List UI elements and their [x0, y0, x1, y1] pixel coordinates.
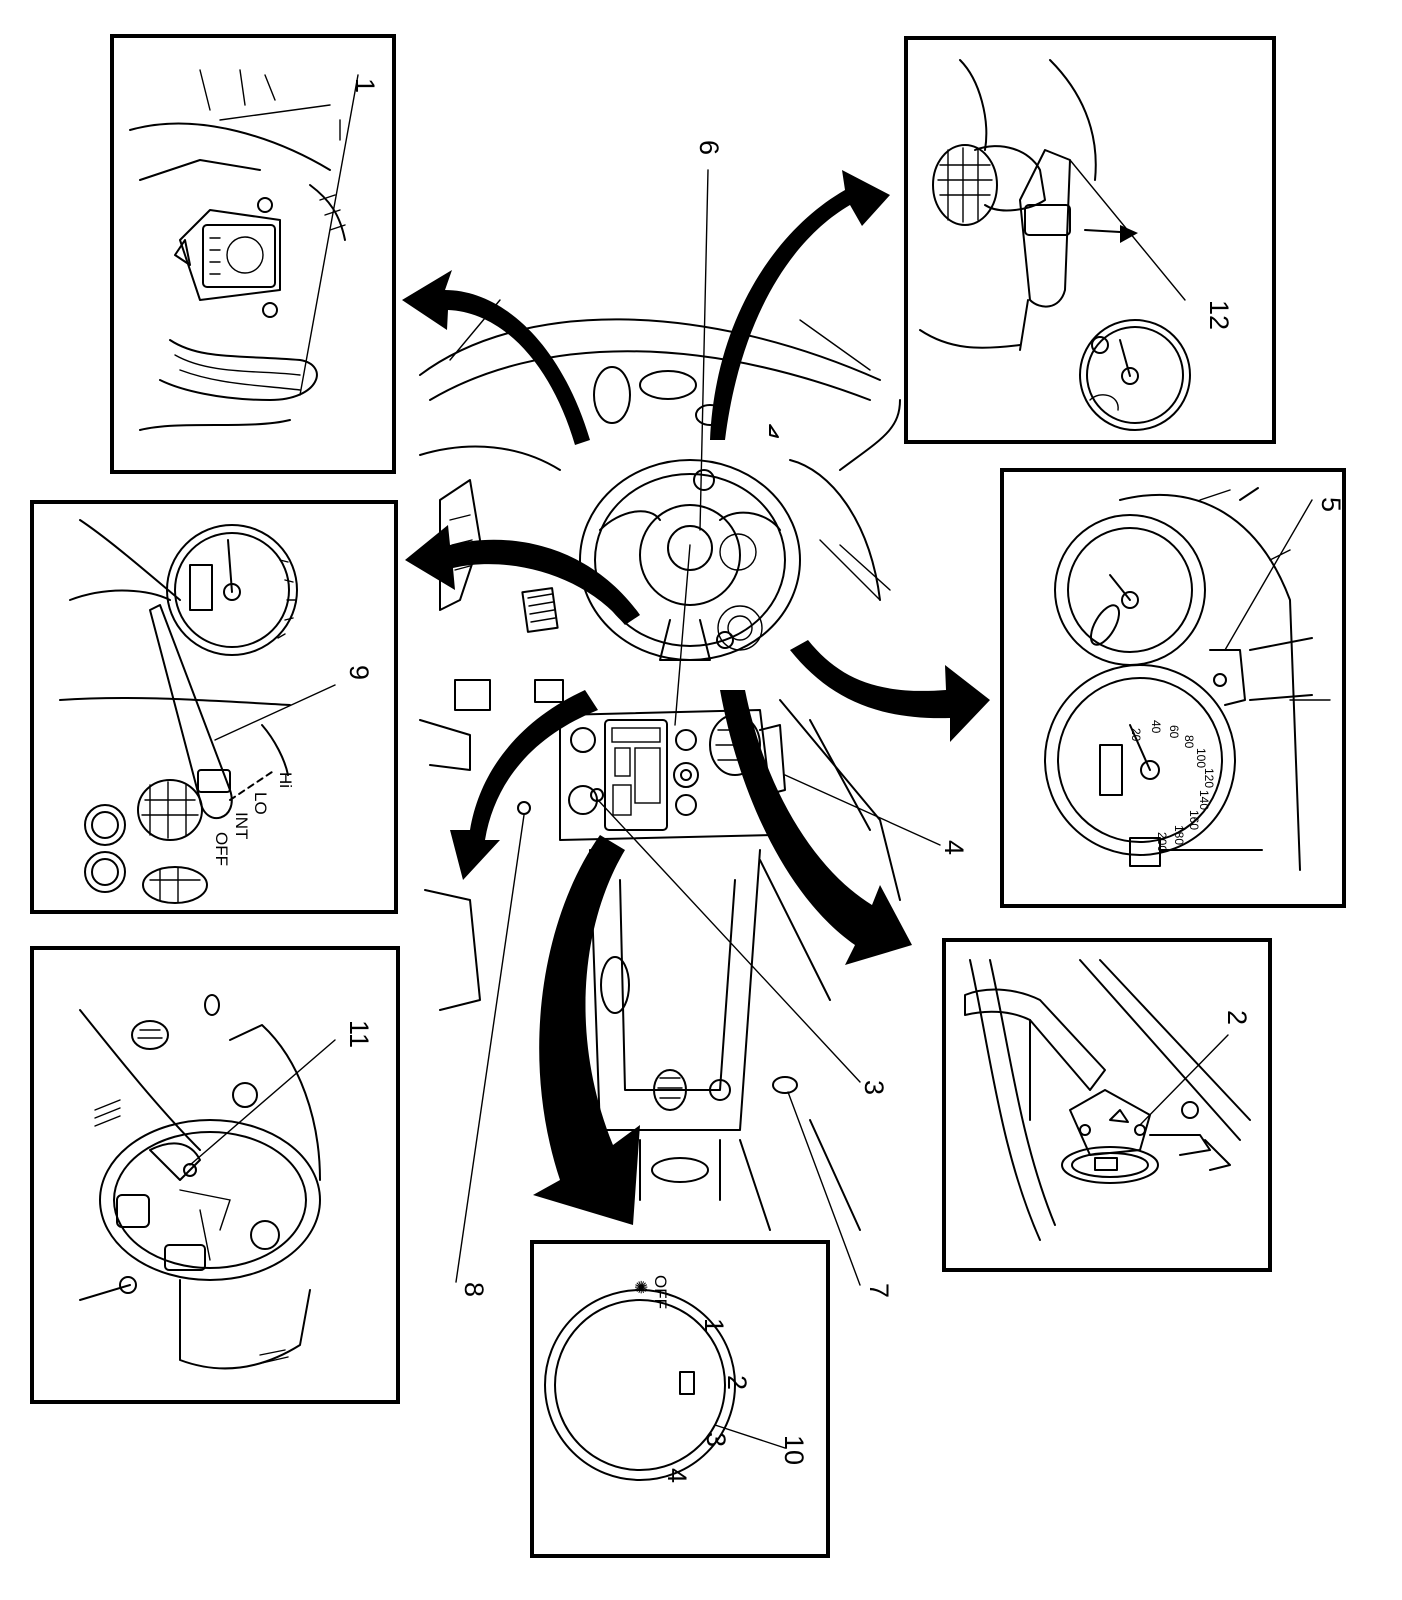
dimmer-switch — [517, 801, 531, 815]
vent-center — [639, 370, 697, 400]
panel-2-door-switch: 2 — [942, 938, 1272, 1272]
vent-left — [593, 366, 631, 424]
svg-text:40: 40 — [1149, 720, 1163, 734]
switch-off: OFF — [651, 1275, 670, 1309]
svg-text:80: 80 — [1182, 735, 1196, 749]
callout-1: 1 — [350, 78, 380, 93]
brake-pedal — [521, 587, 559, 633]
callout-12: 12 — [1204, 300, 1234, 330]
switch-2: 2 — [722, 1375, 752, 1390]
callout-6: 6 — [694, 140, 724, 155]
flasher-relay — [202, 224, 276, 288]
callout-9: 9 — [344, 665, 374, 680]
svg-text:20: 20 — [1129, 728, 1143, 742]
panel-11-steering-column: 11 — [30, 946, 400, 1404]
socket-7 — [772, 1076, 798, 1094]
svg-text:✺: ✺ — [631, 1280, 650, 1294]
callout-3: 3 — [859, 1080, 889, 1095]
switch-3: 3 — [701, 1432, 731, 1447]
arrows — [402, 170, 990, 1225]
steering-wheel — [579, 459, 801, 661]
callout-5: 5 — [1316, 497, 1346, 512]
panel-9-wiper-stalk: Hi LO INT OFF 9 — [30, 500, 398, 914]
wiper-hi: Hi — [276, 772, 295, 788]
svg-text:140: 140 — [1197, 790, 1211, 810]
svg-text:180: 180 — [1172, 825, 1186, 845]
switch-1: 1 — [699, 1318, 729, 1333]
wiper-off: OFF — [212, 832, 231, 866]
svg-text:120: 120 — [1202, 768, 1216, 788]
callout-11: 11 — [344, 1020, 374, 1048]
panel-12-fog-light-switch: 12 — [904, 36, 1276, 444]
speedometer-ticks: 20 40 60 80 100 120 140 160 180 200 — [1129, 720, 1216, 852]
panel-1-flasher-unit: 1 — [110, 34, 396, 474]
wiper-int: INT — [232, 812, 251, 839]
callout-4: 4 — [939, 840, 969, 855]
wiper-positions: Hi LO INT OFF — [212, 769, 295, 866]
callout-8: 8 — [459, 1282, 489, 1297]
light-switch-positions: OFF ✺ 1 2 3 4 — [631, 1275, 752, 1483]
dashboard-overview — [402, 170, 990, 1231]
panel-5-instrument-cluster: 20 40 60 80 100 120 140 160 180 200 5 — [1000, 468, 1346, 908]
callout-2: 2 — [1222, 1010, 1252, 1025]
svg-text:100: 100 — [1194, 748, 1208, 768]
svg-text:60: 60 — [1167, 725, 1181, 739]
radio-unit — [604, 719, 668, 831]
wiper-lo: LO — [251, 792, 270, 815]
stalk-12 — [1019, 149, 1071, 308]
center-callouts: 6 4 3 7 8 — [455, 140, 969, 1298]
svg-text:160: 160 — [1187, 810, 1201, 830]
panel-10-light-switch: OFF ✺ 1 2 3 4 10 — [530, 1240, 830, 1558]
switch-4: 4 — [662, 1468, 692, 1483]
callout-7: 7 — [864, 1283, 894, 1298]
hazard-switch — [590, 788, 604, 802]
callout-10: 10 — [779, 1435, 809, 1465]
